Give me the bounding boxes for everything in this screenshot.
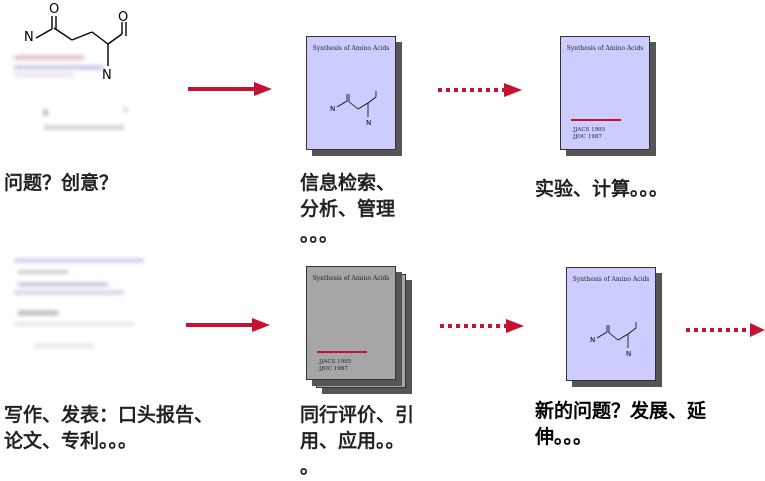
molecule-n-bottom: N (102, 68, 112, 83)
document-title: Synthesis of Amino Acids (572, 276, 650, 283)
document-title: Synthesis of Amino Acids (566, 45, 644, 52)
document-molecule (336, 91, 377, 117)
caption-search: 信息检索、 分析、管理 。。。 (300, 172, 396, 246)
document-references: JJACS 1995 JJOC 1987 (573, 127, 606, 140)
caption-experiment: 实验、计算。。。 (535, 178, 669, 200)
molecule-o-top: O (49, 2, 60, 17)
blurred-thumbnail-2 (14, 255, 154, 365)
blurred-thumbnail-1 (14, 48, 154, 148)
caption-new: 新的问题？发展、延 伸。。。 (535, 400, 707, 448)
molecule-structure (35, 16, 127, 66)
document-red-rule (571, 119, 621, 121)
document-synthesis-1: Synthesis of Amino Acids N N (306, 36, 396, 150)
document-n-label: N (330, 105, 336, 113)
arrow-new-continues (686, 323, 765, 337)
document-title: Synthesis of Amino Acids (312, 275, 390, 282)
document-references: JJACS 1995 JJOC 1987 (319, 359, 352, 372)
document-n2-label: N (366, 119, 372, 127)
arrow-idea-to-search (188, 82, 272, 96)
document-red-rule (317, 351, 367, 353)
caption-write: 写作、发表：口头报告、 论文、专利。。。 (4, 404, 214, 452)
document-synthesis-4: Synthesis of Amino Acids N N (566, 267, 656, 381)
caption-idea: 问题？创意？ (4, 172, 119, 194)
document-molecule (596, 322, 637, 348)
molecule-n-left: N (24, 30, 34, 45)
arrow-cite-to-new (440, 319, 524, 333)
document-synthesis-2: Synthesis of Amino Acids JJACS 1995 JJOC… (560, 36, 650, 150)
document-synthesis-3: Synthesis of Amino Acids JJACS 1995 JJOC… (306, 266, 396, 380)
document-n-label: N (590, 336, 596, 344)
arrow-write-to-cite (186, 318, 270, 332)
document-n2-label: N (626, 350, 632, 358)
arrow-search-to-experiment (438, 83, 522, 97)
document-title: Synthesis of Amino Acids (312, 45, 390, 52)
molecule-o-right: O (118, 10, 129, 25)
caption-cite: 同行评价、引 用、应用。。 。 (300, 404, 415, 478)
